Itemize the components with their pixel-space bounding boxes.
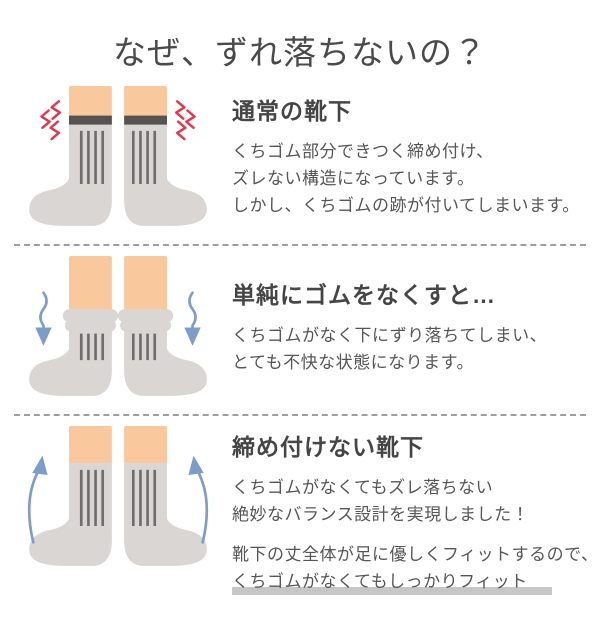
section-body: くちゴムがなくてもズレ落ちない 絶妙なバランス設計を実現しました！ [232,474,594,528]
body-line: 絶妙なバランス設計を実現しました！ [232,505,530,524]
illustration-normal-socks [20,86,218,234]
body-line: ズレない構造になっています。 [232,169,475,188]
right-sock [124,86,207,226]
section-body: くちゴム部分できつく締め付け、 ズレない構造になっています。 しかし、くちゴムの… [232,138,594,219]
slip-down-arrow-icon [188,291,197,331]
body-line: くちゴムがなく下にずり落ちてしまい、 [232,326,548,345]
highlight-underline: くちゴムがなくてもしっかりフィット [232,568,552,595]
slip-down-arrow-icon [39,291,48,331]
section-no-rubber: 単純にゴムをなくすと… くちゴムがなく下にずり落ちてしまい、 とても不快な状態に… [0,256,600,404]
left-sock [27,426,112,566]
fit-up-arrowhead [32,455,48,475]
tight-cuff-socks-icon [29,86,207,226]
page-title: なぜ、ずれ落ちないの？ [113,34,487,71]
section-body-2: 靴下の丈全体が足に優しくフィットするので、 くちゴムがなくてもしっかりフィット [232,541,599,595]
sock-shape [29,124,112,226]
body-line: くちゴムがなくてもズレ落ちない [232,478,494,497]
rib-lines [131,333,157,361]
body-line: くちゴム部分できつく締め付け、 [232,142,494,161]
fit-up-arrow-icon [27,469,40,544]
body-line: しかし、くちゴムの跡が付いてしまいます。 [232,196,580,215]
body-line: とても不快な状態になります。 [232,353,474,372]
section-normal-socks: 通常の靴下 くちゴム部分できつく締め付け、 ズレない構造になっています。 しかし… [0,86,600,234]
leg-skin [124,86,167,118]
section-heading: 締め付けない靴下 [232,434,424,460]
slouch-roll [62,309,118,323]
illustration-slipping-socks [20,256,218,404]
leg-skin [69,86,112,118]
dashed-divider [14,244,586,246]
left-sock [29,256,118,396]
right-sock [118,256,207,396]
section-heading: 通常の靴下 [232,98,352,124]
sock-shape [124,124,207,226]
leg-skin [69,256,112,312]
fit-up-arrow-icon [196,469,209,544]
highlighted-line: くちゴムがなくてもしっかりフィット [232,568,594,595]
fit-up-arrowhead [188,455,204,475]
section-text: 通常の靴下 くちゴム部分できつく締め付け、 ズレない構造になっています。 しかし… [218,86,594,219]
illustration-fitted-socks [20,426,218,574]
slouch-roll [118,309,174,323]
right-sock [124,426,209,566]
sock-shape [124,327,207,396]
left-sock [29,86,112,226]
slipping-socks-icon [29,256,207,396]
slip-down-arrowhead [35,327,52,346]
leg-skin [69,426,112,465]
rib-lines [79,130,105,184]
rib-lines [79,333,105,361]
section-heading: 単純にゴムをなくすと… [232,282,496,308]
section-no-tighten: 締め付けない靴下 くちゴムがなくてもズレ落ちない 絶妙なバランス設計を実現しまし… [0,426,600,595]
pressure-zigzag-icon [40,100,62,141]
sock-shape [29,462,112,566]
leg-skin [124,256,167,312]
rib-lines [131,130,157,184]
tight-cuff-band [69,115,112,125]
dashed-divider [14,414,586,416]
pressure-zigzag-icon [174,100,196,141]
tight-cuff-band [124,115,167,125]
section-body: くちゴムがなく下にずり落ちてしまい、 とても不快な状態になります。 [232,322,594,376]
slip-down-arrowhead [184,327,201,346]
sock-shape [29,327,112,396]
fitted-socks-icon [27,426,209,566]
sock-shape [124,462,207,566]
body-line: 靴下の丈全体が足に優しくフィットするので、 [232,545,599,564]
section-text: 単純にゴムをなくすと… くちゴムがなく下にずり落ちてしまい、 とても不快な状態に… [218,256,594,376]
section-text: 締め付けない靴下 くちゴムがなくてもズレ落ちない 絶妙なバランス設計を実現しまし… [218,426,599,595]
rib-lines [79,469,105,527]
rib-lines [131,469,157,527]
leg-skin [124,426,167,465]
